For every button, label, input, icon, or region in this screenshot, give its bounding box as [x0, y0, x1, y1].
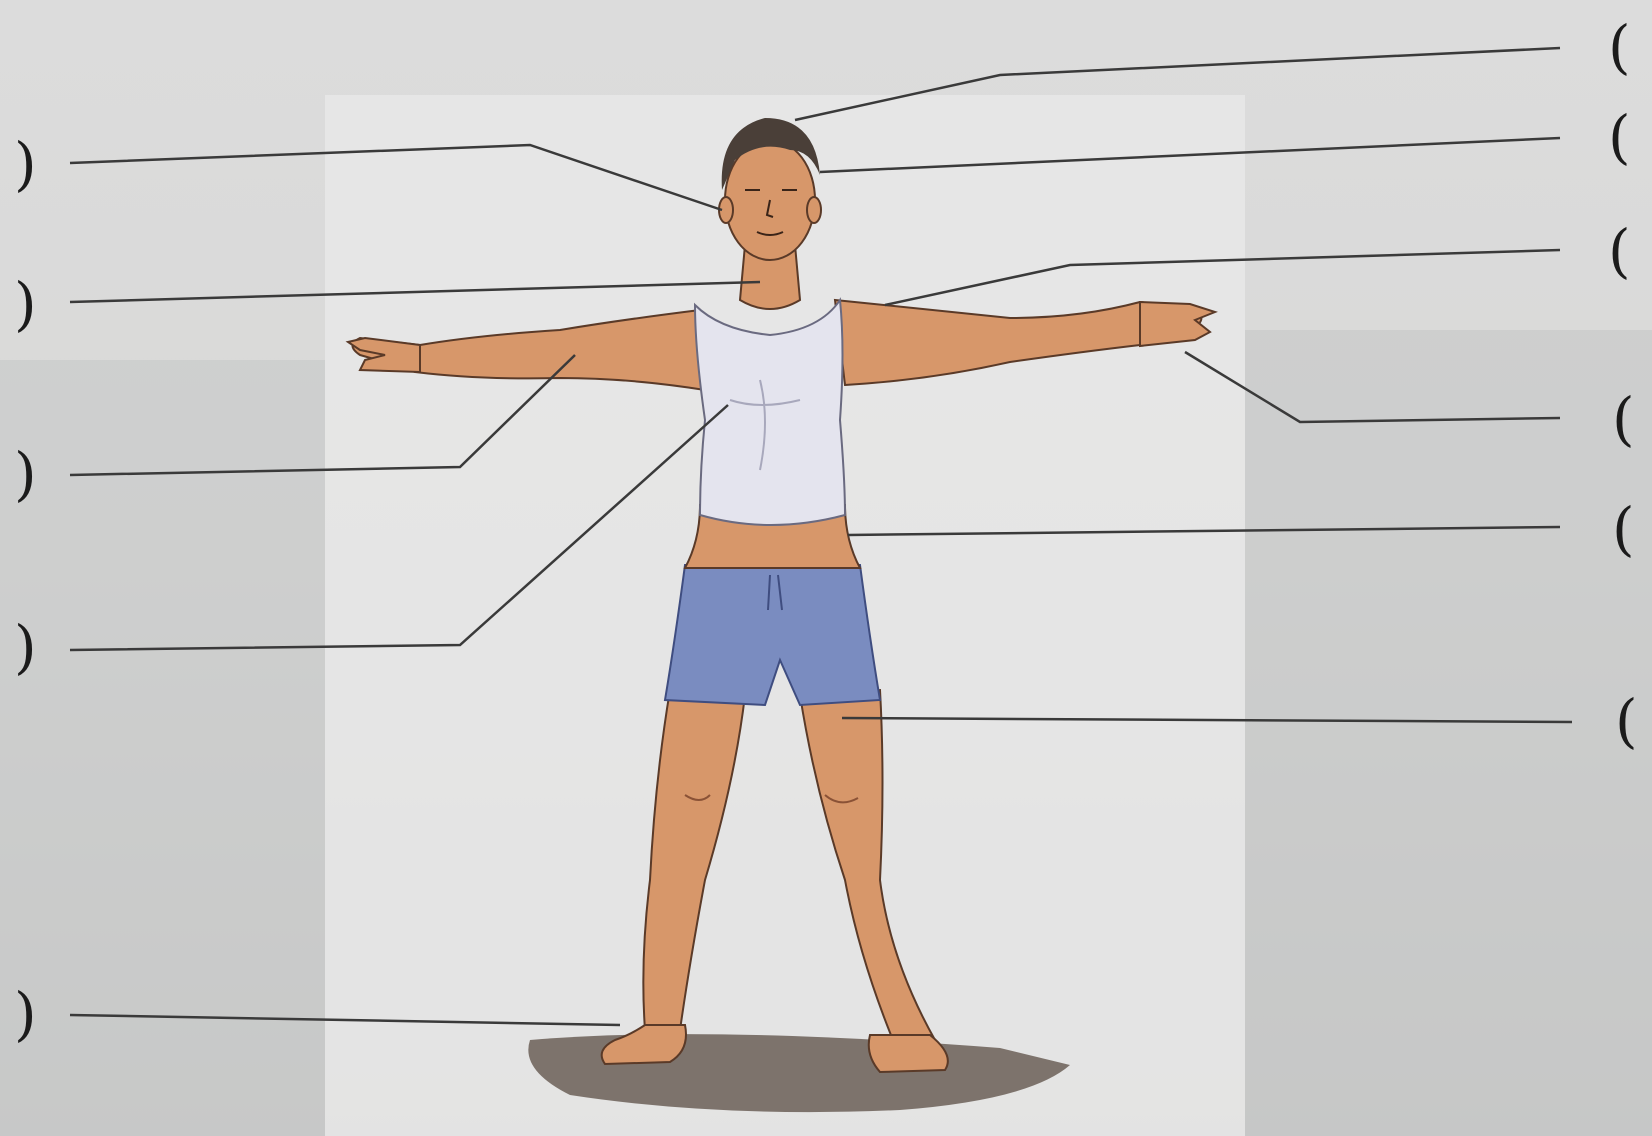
answer-bracket-left-1: ) — [14, 135, 37, 193]
answer-bracket-left-5: ) — [14, 985, 37, 1043]
answer-bracket-left-3: ) — [14, 445, 37, 503]
answer-bracket-left-2: ) — [14, 275, 37, 333]
answer-bracket-right-5: ( — [1612, 500, 1635, 558]
answer-bracket-right-1: ( — [1608, 18, 1631, 76]
answer-bracket-right-6: ( — [1615, 692, 1638, 750]
answer-bracket-right-4: ( — [1612, 390, 1635, 448]
answer-bracket-right-2: ( — [1608, 108, 1631, 166]
right-foot — [869, 1035, 948, 1072]
shorts — [665, 565, 880, 705]
answer-bracket-left-4: ) — [14, 618, 37, 676]
answer-bracket-right-3: ( — [1608, 222, 1631, 280]
show-through-block — [1245, 330, 1652, 1136]
ear-right — [807, 197, 821, 223]
